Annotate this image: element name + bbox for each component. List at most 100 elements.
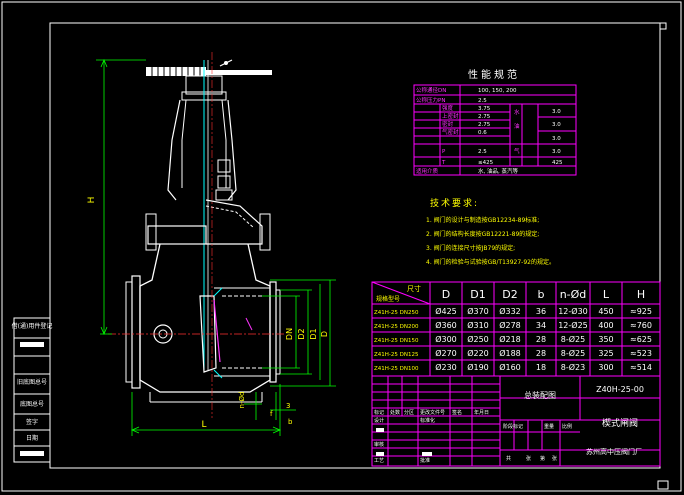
tb-small-label: 审核 xyxy=(374,441,384,448)
tech-item: 1. 阀门的设计与制造按GB12234-89标准; xyxy=(426,216,539,224)
dim-label-d2: D2 xyxy=(297,328,306,339)
tb-small-label: 年月日 xyxy=(474,409,489,416)
dim-row-cell: Ø160 xyxy=(499,362,521,372)
dim-row-model: Z41H-25 DN250 xyxy=(374,310,419,316)
dim-col-header: D xyxy=(442,288,450,301)
dim-label-b: b xyxy=(288,418,293,426)
dim-row-cell: Ø230 xyxy=(435,362,457,372)
tb-sheet: 第 xyxy=(540,455,545,462)
tech-item: 3. 阀门的连接尺寸按JB79的规定; xyxy=(426,244,515,252)
dim-row-cell: 8-Ø25 xyxy=(561,334,585,344)
dimension-labels: H L DN D2 D1 D n-Ød f 3 b xyxy=(87,197,329,430)
tb-product: 楔式闸阀 xyxy=(602,417,638,429)
tb-sheet: 共 xyxy=(506,455,511,462)
perf-label: 适用介质 xyxy=(416,167,439,175)
dim-row-cell: Ø250 xyxy=(467,334,489,344)
dim-row-model: Z41H-25 DN200 xyxy=(374,324,419,330)
tb-small-label: 签名 xyxy=(452,409,462,416)
dim-row-cell: Ø278 xyxy=(499,320,521,330)
handle-bar xyxy=(206,70,272,75)
perf-value: 100, 150, 200 xyxy=(478,88,517,94)
dim-row-cell: 12-Ø30 xyxy=(558,306,588,316)
dim-row-cell: Ø332 xyxy=(499,306,521,316)
tech-item: 4. 阀门的检验与试验按GB/T13927-92的规定。 xyxy=(426,258,555,266)
perf-side-value: 3.0 xyxy=(552,122,561,128)
tb-company: 苏州高中压阀门厂 xyxy=(586,447,642,456)
perf-value: 水, 油品, 蒸汽等 xyxy=(478,167,518,175)
tb-small-label: 工艺 xyxy=(374,458,384,464)
dim-col-header: L xyxy=(603,288,610,301)
dim-row-cell: 34 xyxy=(536,321,546,330)
dim-row-cell: Ø188 xyxy=(499,348,521,358)
dim-row-model: Z41H-25 DN100 xyxy=(374,366,419,372)
tb-drawing-name: 总装配图 xyxy=(524,390,556,400)
perf-label: T xyxy=(441,160,446,166)
dim-row-model: Z41H-25 DN125 xyxy=(374,352,419,358)
perf-side-value: 3.0 xyxy=(552,149,561,155)
tb-small-label: 标记 xyxy=(374,409,384,416)
strip-label: 借(通)用件登记 xyxy=(12,322,53,330)
dim-row-cell: Ø310 xyxy=(467,320,489,330)
perf-label: 强度 xyxy=(442,104,454,112)
dim-row-cell: 350 xyxy=(598,335,613,344)
perf-label: P xyxy=(442,149,446,155)
dim-col-header: n-Ød xyxy=(560,288,587,301)
dim-table-corner-top: 尺寸 xyxy=(407,284,421,293)
tb-small-label: 处数 xyxy=(390,409,400,416)
dim-row-cell: 28 xyxy=(536,335,546,344)
perf-label: 密封 xyxy=(442,120,454,128)
tb-small-label: 设计 xyxy=(374,417,384,424)
dim-row-model: Z41H-25 DN150 xyxy=(374,338,419,344)
tech-item: 2. 阀门的结构长度按GB12221-89的规定; xyxy=(426,230,539,238)
dim-row-cell: 28 xyxy=(536,349,546,358)
dim-row-cell: 18 xyxy=(536,363,546,372)
dim-row-cell: ≈625 xyxy=(630,335,652,344)
dim-row-cell: 8-Ø23 xyxy=(561,362,585,372)
dim-row-cell: ≈760 xyxy=(630,321,652,330)
inner-frame xyxy=(49,22,661,469)
perf-title: 性能规范 xyxy=(468,68,520,81)
perf-side: 油 xyxy=(514,122,520,130)
dim-col-header: D1 xyxy=(470,288,485,301)
strip-label: 旧底图总号 xyxy=(17,378,47,386)
dim-row-cell: ≈514 xyxy=(630,363,652,372)
dim-row-cell: 8-Ø25 xyxy=(561,348,585,358)
perf-side: 水 xyxy=(514,108,520,116)
dim-col-header: b xyxy=(538,288,545,301)
dim-row-cell: Ø425 xyxy=(435,306,457,316)
perf-side: 气 xyxy=(514,147,520,155)
perf-value: 3.75 xyxy=(478,106,491,112)
perf-side-value: 425 xyxy=(552,160,563,166)
dim-row-cell: Ø218 xyxy=(499,334,521,344)
dim-row-cell: 12-Ø25 xyxy=(558,320,588,330)
dim-row-cell: 325 xyxy=(598,349,613,358)
perf-value: 2.5 xyxy=(478,149,487,155)
dim-col-header: H xyxy=(637,288,645,301)
dim-table-corner-bottom: 规格型号 xyxy=(376,295,400,303)
tech-requirements: 技术要求: 1. 阀门的设计与制造按GB12234-89标准; 2. 阀门的结构… xyxy=(426,197,555,266)
dim-row-cell: ≈925 xyxy=(630,307,652,316)
corner-mark xyxy=(659,22,667,30)
tb-small-label: 更改文件号 xyxy=(420,409,445,416)
valve-drawing xyxy=(108,52,286,418)
dim-label-dn: DN xyxy=(285,328,294,340)
dim-label-f: f xyxy=(270,410,273,418)
dim-row-cell: ≈523 xyxy=(630,349,652,358)
dim-row-cell: 450 xyxy=(598,307,613,316)
perf-label: 公称通径DN xyxy=(416,86,446,94)
perf-label: 公称压力PN xyxy=(416,96,445,104)
tb-small-label: 批准 xyxy=(420,457,430,464)
dim-label-l: L xyxy=(201,420,206,430)
title-block: 标记 处数 分区 更改文件号 签名 年月日 设计 标准化 审核 工艺 批准 总装… xyxy=(371,375,661,467)
dim-row-cell: 300 xyxy=(598,363,613,372)
dim-row-cell: 400 xyxy=(598,321,613,330)
tb-stage-label: 比例 xyxy=(562,423,572,430)
dimension-table: 尺寸 规格型号 D D1 D2 b n-Ød L H xyxy=(371,281,661,377)
dimension-lines xyxy=(96,58,336,436)
perf-value: 0.6 xyxy=(478,130,487,136)
tech-title: 技术要求: xyxy=(430,197,479,209)
dim-row-cell: Ø300 xyxy=(435,334,457,344)
